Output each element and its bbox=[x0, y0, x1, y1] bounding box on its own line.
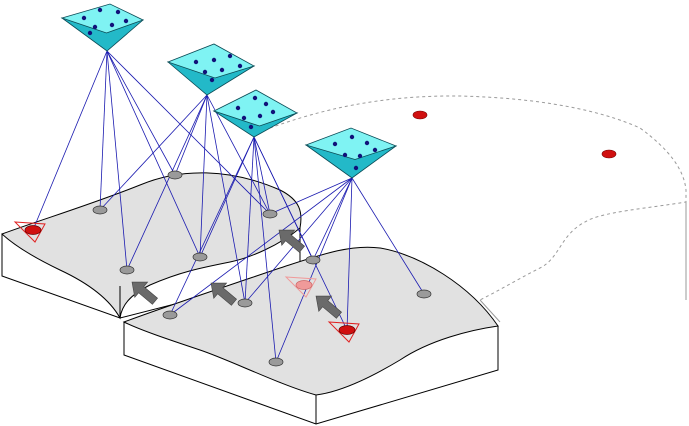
camera-image-point bbox=[248, 124, 254, 130]
camera-image-plane bbox=[304, 127, 398, 160]
terrain-blocks bbox=[1, 172, 499, 425]
tie-point-icon bbox=[237, 298, 253, 308]
camera-image-point bbox=[81, 15, 87, 21]
projection-ray bbox=[126, 94, 208, 271]
camera-image-point bbox=[211, 57, 217, 63]
tie-point-icon bbox=[192, 252, 208, 262]
camera-image-plane bbox=[212, 89, 298, 127]
projection-ray bbox=[269, 177, 353, 215]
camera-image-point bbox=[372, 147, 378, 153]
arrow-icon bbox=[131, 281, 158, 305]
camera-image-point bbox=[235, 105, 241, 111]
camera-image-point bbox=[252, 95, 258, 101]
ground-control-point-icon bbox=[327, 321, 360, 343]
camera-image-plane bbox=[60, 3, 145, 34]
camera-image-plane bbox=[166, 43, 256, 79]
arrow-icon bbox=[278, 229, 305, 253]
camera-image-point bbox=[257, 113, 263, 119]
ground-control-point-icon bbox=[13, 221, 46, 243]
tie-point-icon bbox=[167, 170, 183, 180]
camera-image-point bbox=[97, 7, 103, 13]
projection-ray bbox=[99, 50, 108, 211]
camera-image-point bbox=[227, 53, 233, 59]
camera-image-point bbox=[237, 63, 243, 69]
camera-image-point bbox=[364, 140, 370, 146]
control-triangle bbox=[327, 321, 360, 343]
projection-ray bbox=[106, 50, 176, 176]
camera-image-point bbox=[270, 109, 276, 115]
projection-ray bbox=[106, 50, 271, 215]
faded-terrain-block bbox=[269, 95, 687, 323]
projection-ray bbox=[169, 177, 353, 316]
transfer-arrows bbox=[131, 229, 342, 319]
projection-ray bbox=[351, 177, 425, 295]
camera-image-point bbox=[202, 69, 208, 75]
terrain-block-2-edges bbox=[315, 326, 499, 424]
ground-points bbox=[13, 170, 432, 367]
tie-point-icon bbox=[162, 310, 178, 320]
camera-frustum-icon bbox=[304, 127, 398, 179]
ground-control-point-icon bbox=[284, 276, 317, 298]
faded-control-point bbox=[601, 149, 617, 159]
faded-terrain-side bbox=[479, 202, 687, 323]
faded-control-point bbox=[412, 110, 428, 120]
projection-rays bbox=[32, 50, 425, 363]
tie-point-icon bbox=[262, 209, 278, 219]
arrow-shape bbox=[131, 281, 158, 305]
camera-image-point bbox=[342, 152, 348, 158]
projection-ray bbox=[106, 50, 201, 258]
camera-image-point bbox=[332, 141, 338, 147]
camera-image-point bbox=[123, 18, 129, 24]
terrain-block-1-top bbox=[1, 172, 302, 320]
tie-point-icon bbox=[92, 205, 108, 215]
projection-ray bbox=[169, 136, 255, 316]
camera-frustum-icon bbox=[60, 3, 145, 52]
projection-ray bbox=[99, 94, 208, 211]
projection-ray bbox=[253, 136, 271, 215]
terrain-block-2-top bbox=[122, 246, 499, 396]
camera-image-point bbox=[109, 22, 115, 28]
arrow-shape bbox=[278, 229, 305, 253]
projection-ray bbox=[275, 177, 353, 363]
faded-terrain-outline bbox=[269, 95, 687, 301]
camera-frustum-icon bbox=[166, 43, 256, 96]
projection-ray bbox=[312, 177, 353, 261]
camera-image-point bbox=[87, 30, 93, 36]
camera-image-point bbox=[353, 165, 359, 171]
control-point-marker bbox=[295, 280, 313, 290]
projection-ray bbox=[106, 50, 128, 271]
arrow-shape bbox=[210, 282, 237, 306]
tie-point-icon bbox=[268, 357, 284, 367]
tie-point-icon bbox=[119, 265, 135, 275]
camera-image-point bbox=[349, 134, 355, 140]
arrow-shape bbox=[315, 295, 342, 319]
camera-image-point bbox=[263, 101, 269, 107]
camera-image-point bbox=[92, 24, 98, 30]
control-triangle bbox=[284, 276, 317, 298]
cameras bbox=[60, 3, 398, 179]
projection-ray bbox=[244, 136, 255, 304]
camera-image-point bbox=[209, 77, 215, 83]
control-point-marker bbox=[338, 325, 356, 335]
tie-point-icon bbox=[305, 255, 321, 265]
camera-image-point bbox=[115, 9, 121, 15]
projection-ray bbox=[32, 50, 108, 231]
camera-image-point bbox=[357, 153, 363, 159]
control-triangle bbox=[13, 221, 46, 243]
tie-point-icon bbox=[416, 289, 432, 299]
arrow-icon bbox=[315, 295, 342, 319]
camera-image-point bbox=[193, 59, 199, 65]
camera-image-point bbox=[241, 115, 247, 121]
arrow-icon bbox=[210, 282, 237, 306]
projection-ray bbox=[253, 136, 348, 331]
projection-ray bbox=[199, 94, 208, 258]
camera-frustum-icon bbox=[212, 89, 299, 138]
control-point-marker bbox=[24, 225, 42, 235]
projection-ray bbox=[244, 177, 353, 304]
projection-ray bbox=[253, 136, 277, 363]
projection-ray bbox=[174, 94, 208, 176]
projection-ray bbox=[346, 177, 353, 331]
camera-image-point bbox=[219, 67, 225, 73]
